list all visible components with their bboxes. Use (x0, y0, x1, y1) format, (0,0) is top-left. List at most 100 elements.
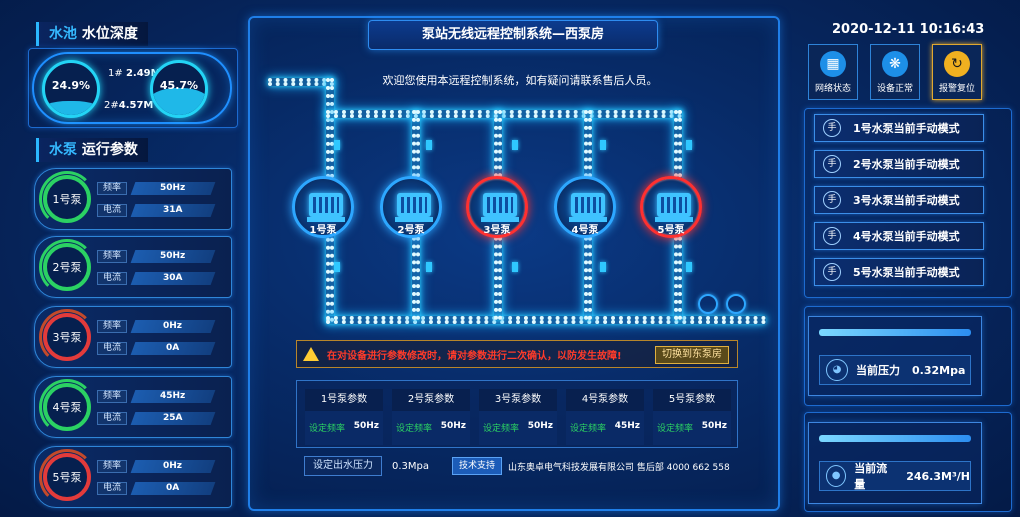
pump-status-arc (39, 239, 95, 295)
param-card-title: 4号泵参数 (566, 389, 644, 411)
warning-bar: 在对设备进行参数修改时，请对参数进行二次确认，以防发生故障! 切换到东泵房 (296, 340, 738, 368)
pressure-panel: ◕ 当前压力 0.32Mpa (808, 316, 982, 396)
motor-label: 3号泵 (483, 225, 511, 236)
manual-mode-icon: 手 (823, 191, 841, 209)
param-freq-label: 设定频率 (396, 424, 433, 434)
pump-mode-1[interactable]: 手 1号水泵当前手动模式 (814, 114, 984, 142)
header-pipe (326, 110, 682, 118)
pressure-gauge-icon (698, 294, 718, 314)
manual-mode-icon: 手 (823, 119, 841, 137)
param-card-2[interactable]: 2号泵参数设定频率 50Hz (392, 389, 470, 445)
pump-mode-5[interactable]: 手 5号水泵当前手动模式 (814, 258, 984, 286)
pump-current-value: 0A (166, 342, 180, 353)
pump-status-ring: 5号泵 (39, 449, 95, 505)
inlet-pipe (268, 78, 334, 86)
pump-freq-value: 50Hz (160, 250, 186, 261)
motor-label: 5号泵 (657, 225, 685, 236)
pump-status-ring: 4号泵 (39, 379, 95, 435)
motor-icon (309, 193, 343, 217)
pool-frame (28, 48, 238, 128)
outlet-valve-icon (686, 262, 692, 272)
param-card-title: 3号泵参数 (479, 389, 557, 411)
pump-freq-value: 50Hz (160, 182, 186, 193)
outlet-pipe (326, 316, 766, 324)
pressure-setpoint-value: 0.3Mpa (392, 460, 430, 472)
pump-current-value: 0A (166, 482, 180, 493)
pool-gauge-box: 24.9% 1# 2.49M 2#4.57M 45.7% (32, 52, 232, 124)
pool1-percent: 24.9% (51, 79, 91, 92)
alarm-reset-button[interactable]: ↻ 报警复位 (932, 44, 982, 100)
pump-mode-text: 4号水泵当前手动模式 (853, 230, 960, 243)
pool2-percent: 45.7% (159, 79, 199, 92)
pressure-setpoint-button[interactable]: 设定出水压力 (304, 456, 382, 476)
pressure-readout: ◕ 当前压力 0.32Mpa (819, 355, 971, 385)
pump-motor-1[interactable]: 1号泵 (292, 176, 354, 238)
param-freq-value: 50Hz (527, 421, 553, 431)
pump-status-ring: 3号泵 (39, 309, 95, 365)
param-freq-label: 设定频率 (570, 424, 607, 434)
tech-support-company: 山东奥卓电气科技发展有限公司 售后部 4000 662 558 (508, 462, 730, 473)
param-card-title: 1号泵参数 (305, 389, 383, 411)
pump-motor-3[interactable]: 3号泵 (466, 176, 528, 238)
manual-mode-icon: 手 (823, 155, 841, 173)
manual-mode-icon: 手 (823, 263, 841, 281)
device-status-button[interactable]: ❋ 设备正常 (870, 44, 920, 100)
param-freq-value: 50Hz (701, 421, 727, 431)
pump-status-ring: 2号泵 (39, 239, 95, 295)
pump-mode-text: 1号水泵当前手动模式 (853, 122, 960, 135)
pump-motor-2[interactable]: 2号泵 (380, 176, 442, 238)
pump-status-arc (39, 171, 95, 227)
param-card-title: 5号泵参数 (653, 389, 731, 411)
flow-bar (819, 435, 971, 442)
pump-current-value: 25A (163, 412, 183, 423)
pump-motor-5[interactable]: 5号泵 (640, 176, 702, 238)
switch-pump-room-button[interactable]: 切换到东泵房 (655, 346, 729, 364)
motor-icon (397, 193, 431, 217)
pump-mode-2[interactable]: 手 2号水泵当前手动模式 (814, 150, 984, 178)
param-card-title: 2号泵参数 (392, 389, 470, 411)
param-freq-value: 50Hz (353, 421, 379, 431)
pump-current-value: 31A (163, 204, 183, 215)
pump-mode-text: 2号水泵当前手动模式 (853, 158, 960, 171)
flow-panel: ● 当前流量 246.3M³/H (808, 422, 982, 504)
pump-freq-value: 0Hz (163, 460, 183, 471)
network-icon: ▦ (820, 51, 846, 77)
param-freq-label: 设定频率 (483, 424, 520, 434)
motor-icon (571, 193, 605, 217)
page-title: 泵站无线远程控制系统—西泵房 (368, 20, 658, 50)
pump-motor-4[interactable]: 4号泵 (554, 176, 616, 238)
pump-mode-3[interactable]: 手 3号水泵当前手动模式 (814, 186, 984, 214)
tech-support: 技术支持 山东奥卓电气科技发展有限公司 售后部 4000 662 558 (452, 456, 732, 476)
pump-mode-text: 3号水泵当前手动模式 (853, 194, 960, 207)
network-status-button[interactable]: ▦ 网络状态 (808, 44, 858, 100)
warning-icon (303, 347, 319, 361)
flow-meter-icon (726, 294, 746, 314)
outlet-valve-icon (334, 262, 340, 272)
param-card-3[interactable]: 3号泵参数设定频率 50Hz (479, 389, 557, 445)
pressure-setpoint: 设定出水压力 0.3Mpa (304, 456, 448, 476)
motor-icon (483, 193, 517, 217)
manual-mode-icon: 手 (823, 227, 841, 245)
param-freq-value: 50Hz (440, 421, 466, 431)
pump-mode-4[interactable]: 手 4号水泵当前手动模式 (814, 222, 984, 250)
motor-label: 1号泵 (309, 225, 337, 236)
motor-label: 4号泵 (571, 225, 599, 236)
fan-ok-icon: ❋ (882, 51, 908, 77)
pool2-reading: 2#4.57M (104, 100, 154, 111)
pump-mode-text: 5号水泵当前手动模式 (853, 266, 960, 279)
